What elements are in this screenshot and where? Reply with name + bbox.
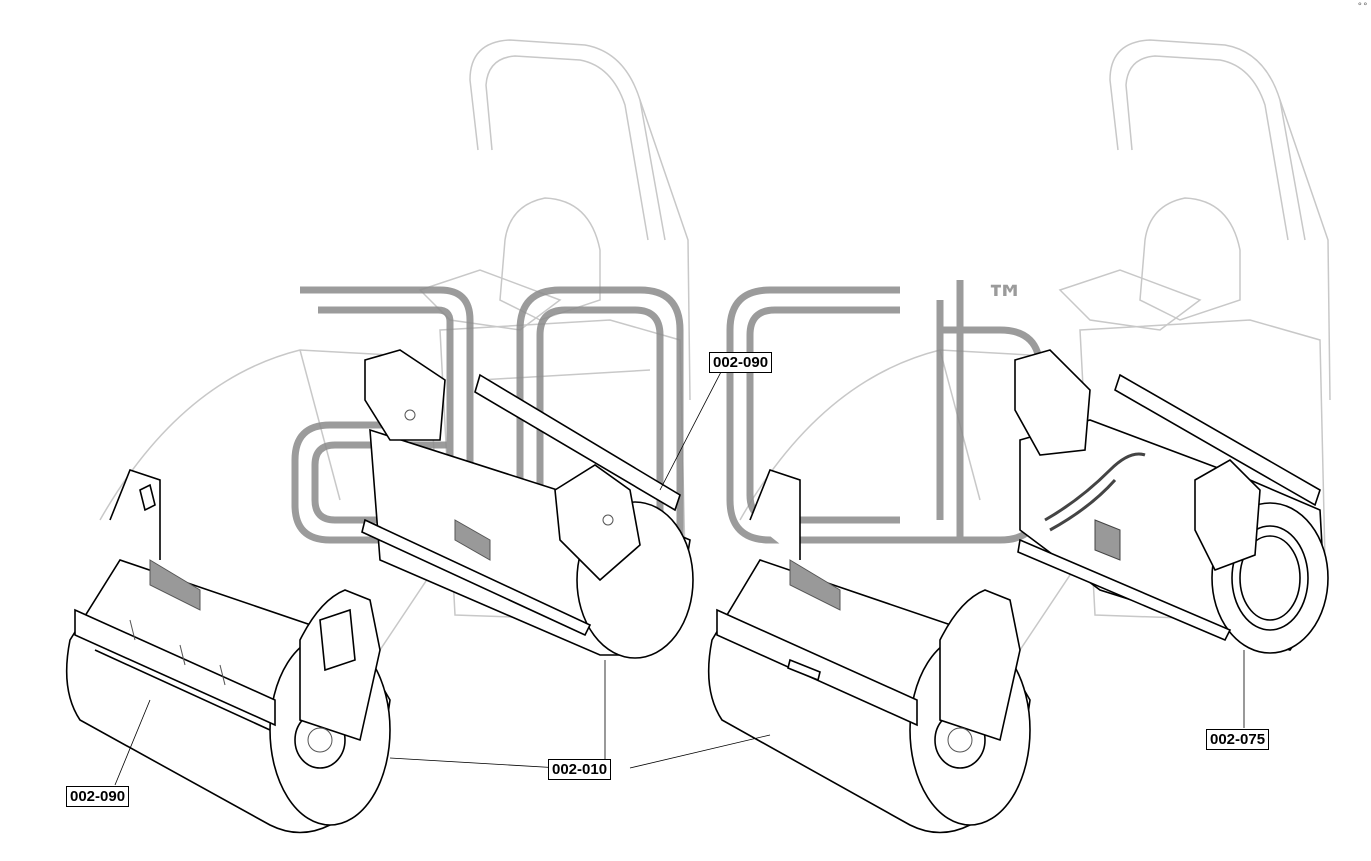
callout-label-002-090-front[interactable]: 002-090: [66, 786, 130, 807]
callout-label-002-010[interactable]: 002-010: [548, 759, 612, 780]
drum-assembly-left-rear: [361, 349, 694, 659]
trademark-symbol: ™: [985, 278, 1025, 324]
leader-lines: [114, 369, 1245, 786]
drum-assembly-right-rear: [1014, 349, 1329, 654]
callout-label-002-090-rear[interactable]: 002-090: [709, 352, 773, 373]
drum-assembly-left-front: [65, 469, 391, 834]
drum-detail-left-front: [129, 559, 333, 753]
drum-detail-left-rear: [404, 409, 614, 561]
corner-mark: °°: [1357, 2, 1368, 12]
drum-detail-right-front: [789, 559, 973, 753]
callout-label-002-075[interactable]: 002-075: [1206, 729, 1270, 750]
drum-assembly-right-front: [707, 469, 1031, 834]
drum-detail-right-rear: [1044, 452, 1146, 561]
